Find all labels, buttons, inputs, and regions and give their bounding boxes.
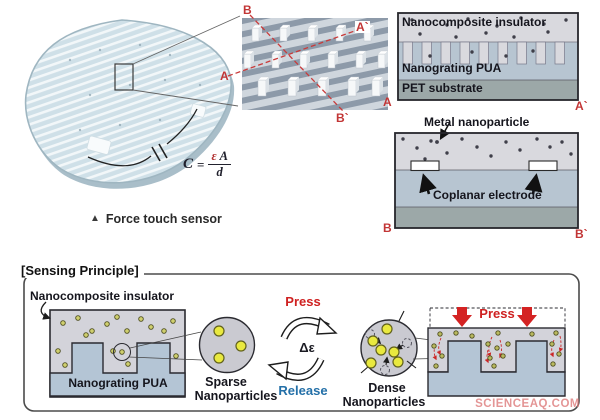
nanograting-closeup: [242, 18, 388, 110]
zoom-connector-lines: [132, 15, 241, 107]
sensing-principle-title: [Sensing Principle]: [16, 263, 144, 278]
nanoparticle-dots-bb: [401, 137, 573, 161]
flexible-sensor-illustration: [24, 15, 241, 189]
capacitance-arc: [87, 108, 198, 167]
triangle-marker: ▲: [90, 213, 100, 224]
pressed-state-diagram: [427, 307, 566, 397]
inset-label-a-prime: A`: [355, 20, 370, 34]
zoom-region-box: [114, 63, 134, 91]
cycle-arrowhead-press: [316, 316, 338, 335]
panel-border: [23, 273, 580, 412]
press-arrow-right: [517, 307, 537, 327]
sparse-label-line1: Sparse: [205, 375, 247, 389]
grating-teeth: [402, 41, 565, 65]
sensing-principle-panel: [23, 273, 580, 412]
magnify-circle: [113, 343, 131, 361]
sparse-dots: [55, 314, 179, 368]
dense-dots-pressed: [431, 330, 562, 369]
aa-layer-pua-label: Nanograting PUA: [402, 61, 502, 75]
press-arrow-left: [452, 307, 472, 327]
pua-grating-shape-pressed: [427, 340, 566, 397]
electrode-arrow-right: [524, 173, 543, 195]
formula-equals: =: [197, 156, 205, 172]
cut-line-aa: [227, 27, 364, 77]
sparse-label-line2: Nanoparticles: [194, 389, 278, 403]
section-cut-lines: [227, 14, 364, 113]
figure-caption: ▲ Force touch sensor: [90, 212, 222, 226]
cut-line-bb: [249, 14, 345, 113]
sp-insulator-label: Nanocomposite insulator: [30, 289, 175, 303]
press-right-label: Press: [479, 306, 515, 321]
sparse-nanoparticles-circle: [198, 316, 256, 374]
nanoparticle-dots-aa: [410, 16, 568, 58]
coplanar-electrode-label: Coplanar electrode: [433, 188, 542, 202]
press-release-cycle: [267, 316, 338, 382]
caption-text: Force touch sensor: [105, 212, 222, 226]
cross-section-aa: [397, 12, 579, 101]
coplanar-electrode-right: [528, 160, 558, 172]
formula-epsilon: ε: [211, 149, 217, 163]
dense-yellow-dots: [365, 323, 404, 369]
inset-label-b: B: [243, 3, 252, 17]
metal-nanoparticle-label: Metal nanoparticle: [424, 115, 530, 129]
delta-epsilon-label: Δε: [299, 340, 315, 355]
aa-layer-pet-label: PET substrate: [402, 81, 483, 95]
aa-label-right: A`: [575, 99, 588, 113]
migration-arrows: [360, 310, 417, 374]
relaxed-state-diagram: [40, 301, 203, 398]
sp-pua-label: Nanograting PUA: [68, 376, 168, 390]
cross-sections: [394, 12, 579, 229]
bb-label-left: B: [383, 221, 392, 235]
sensor-sheet: [24, 19, 232, 184]
release-label: Release: [278, 383, 328, 398]
insulator-pointer-arrow: [40, 301, 51, 320]
aa-label-left: A: [383, 95, 392, 109]
cycle-arrowhead-release: [267, 361, 289, 381]
formula-capacitance: C: [183, 156, 194, 172]
bb-label-right: B`: [575, 227, 588, 241]
aa-layer-insulator-label: Nanocomposite insulator: [402, 15, 547, 29]
pua-grating-shape: [49, 342, 186, 397]
formula-area: A: [219, 149, 228, 163]
inset-label-a: A: [220, 69, 229, 83]
dense-label-line2: Nanoparticles: [342, 395, 426, 409]
watermark: SCIENCEAQ.COM: [475, 398, 580, 410]
coplanar-electrode-left: [410, 160, 440, 172]
cross-section-bb: [394, 121, 579, 229]
grating-posts: [243, 24, 388, 97]
sensor-electrode-pad: [86, 135, 112, 155]
particle-flow-arrows: [432, 335, 564, 364]
formula-denominator: d: [216, 165, 223, 179]
dense-label-line1: Dense: [368, 381, 406, 395]
metal-nanoparticle-arrow: [439, 121, 451, 140]
electrode-arrow-left: [419, 173, 437, 195]
inset-label-b-prime: B`: [336, 111, 349, 125]
press-label: Press: [285, 294, 321, 309]
